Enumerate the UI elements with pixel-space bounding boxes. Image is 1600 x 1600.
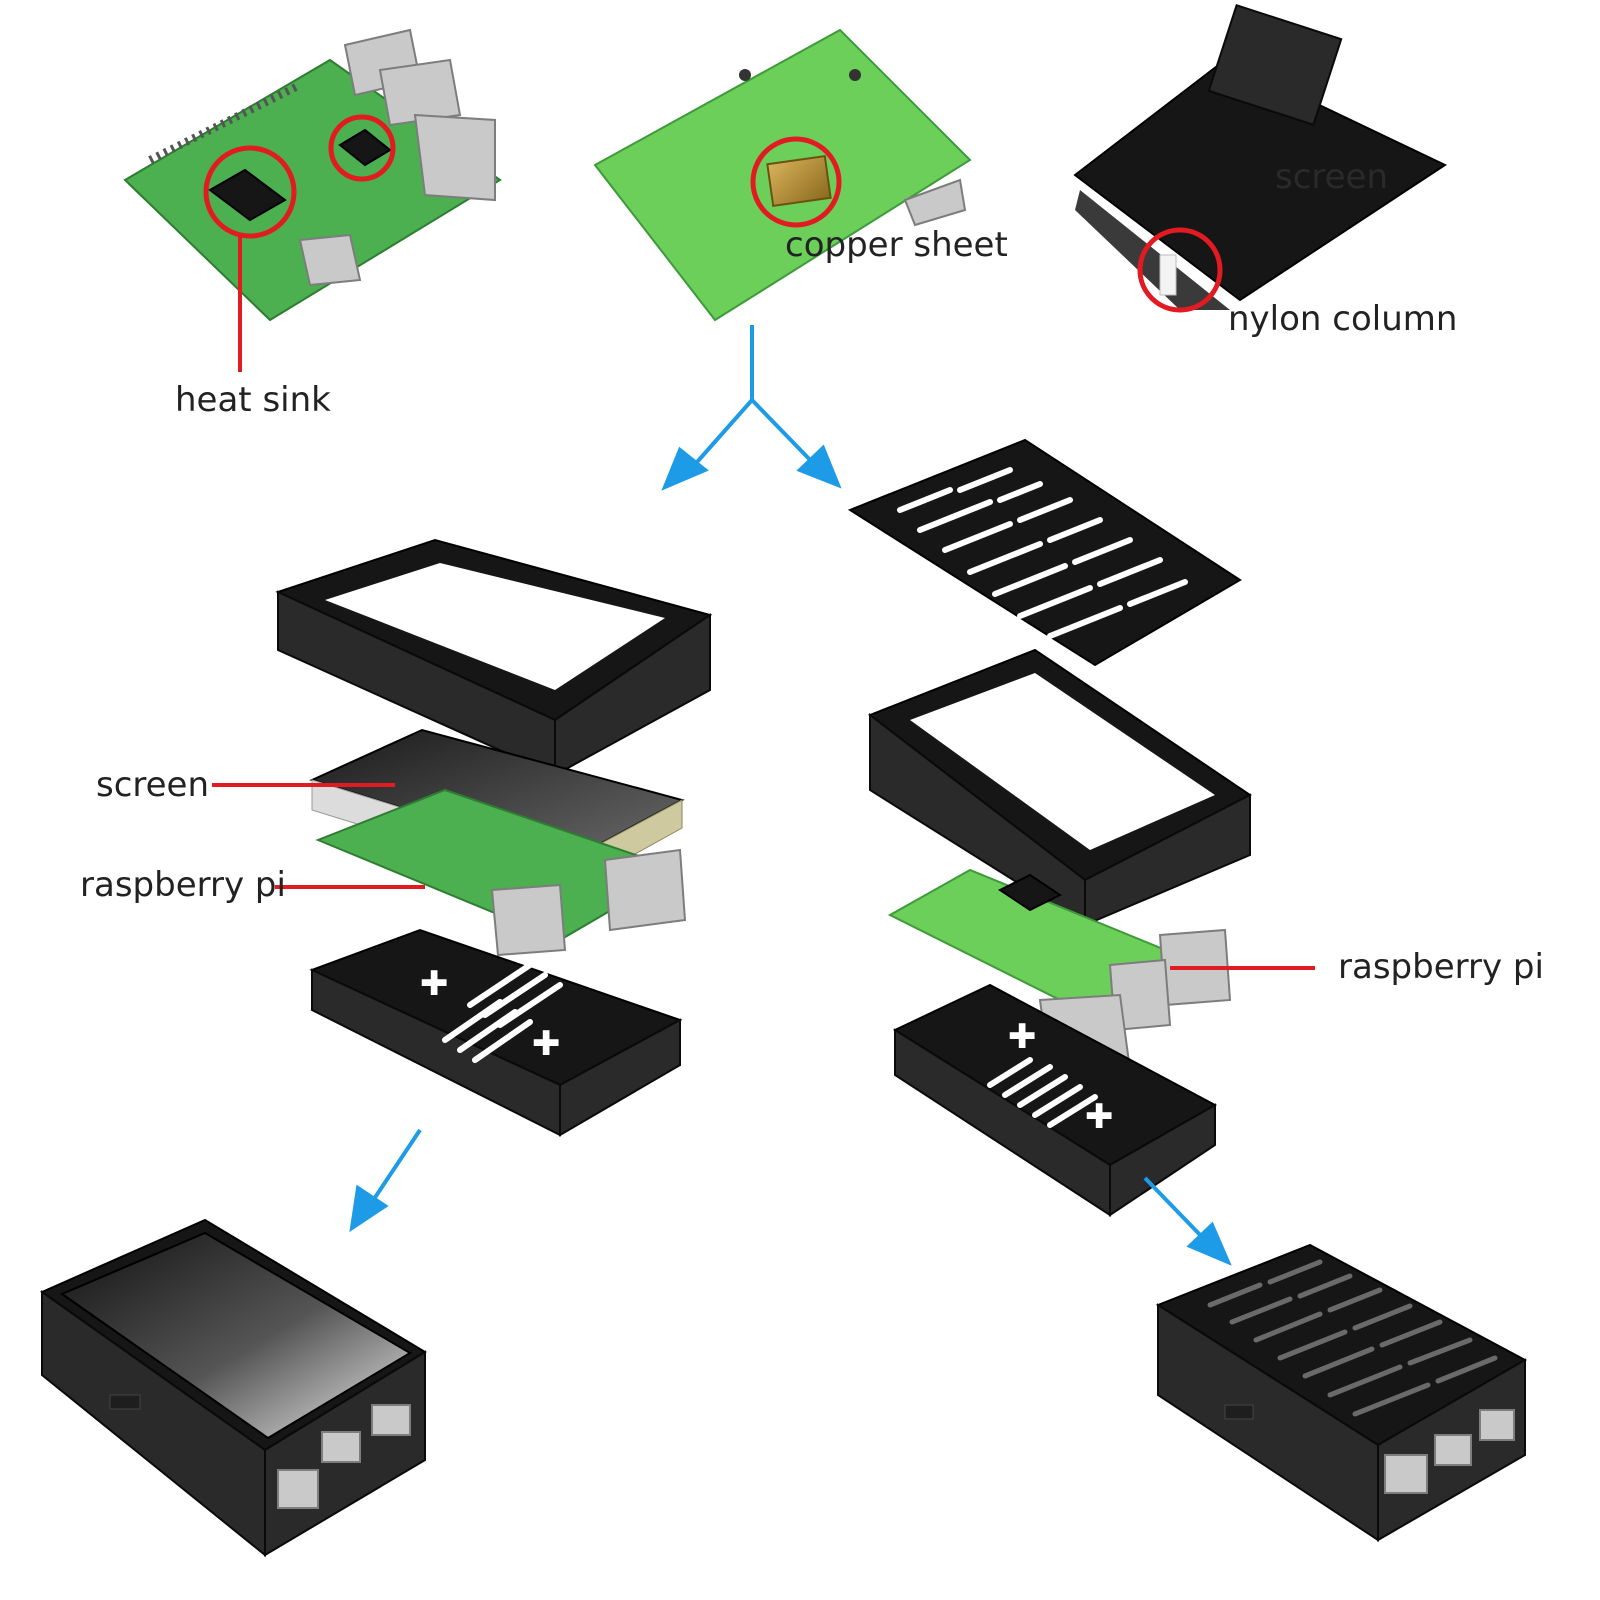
vent-slots: [1207, 1259, 1498, 1417]
base-tray-left: ✚ ✚: [309, 928, 683, 1137]
highlight-circle-icon: [1137, 227, 1223, 313]
highlight-circle-icon: [328, 114, 396, 182]
lid-vent-slots: [897, 467, 1188, 639]
case-frame-right: [867, 648, 1252, 927]
svg-text:✚: ✚: [420, 964, 449, 1004]
svg-text:✚: ✚: [1008, 1017, 1037, 1057]
label-heat-sink: heat sink: [175, 380, 331, 420]
label-raspberry-pi-right: raspberry pi: [1338, 947, 1544, 987]
highlight-circle-icon: [750, 136, 842, 228]
vented-lid: [847, 438, 1242, 667]
pi-board-heatsink: [123, 28, 502, 322]
display-module: [1073, 3, 1448, 310]
label-nylon-column: nylon column: [1228, 299, 1458, 339]
label-raspberry-pi-left: raspberry pi: [80, 865, 286, 905]
label-screen-top: screen: [1275, 157, 1389, 197]
heat-sink-callouts: [203, 114, 396, 372]
label-copper-sheet: copper sheet: [785, 225, 1008, 265]
pi-board-copper: [593, 28, 972, 322]
assembled-case-vented: [1155, 1243, 1528, 1542]
arrow-down-icon: [661, 398, 842, 491]
case-frame-left: [275, 538, 713, 777]
arrow-down-icon: [349, 1128, 1232, 1266]
label-screen-left: screen: [96, 765, 210, 805]
svg-text:✚: ✚: [532, 1024, 561, 1064]
assembled-case-screen: [39, 1218, 427, 1558]
base-tray-right: ✚ ✚: [892, 983, 1218, 1217]
svg-text:✚: ✚: [1085, 1097, 1114, 1137]
screen-pi-stack-left: [309, 728, 687, 957]
highlight-circle-icon: [203, 145, 297, 239]
